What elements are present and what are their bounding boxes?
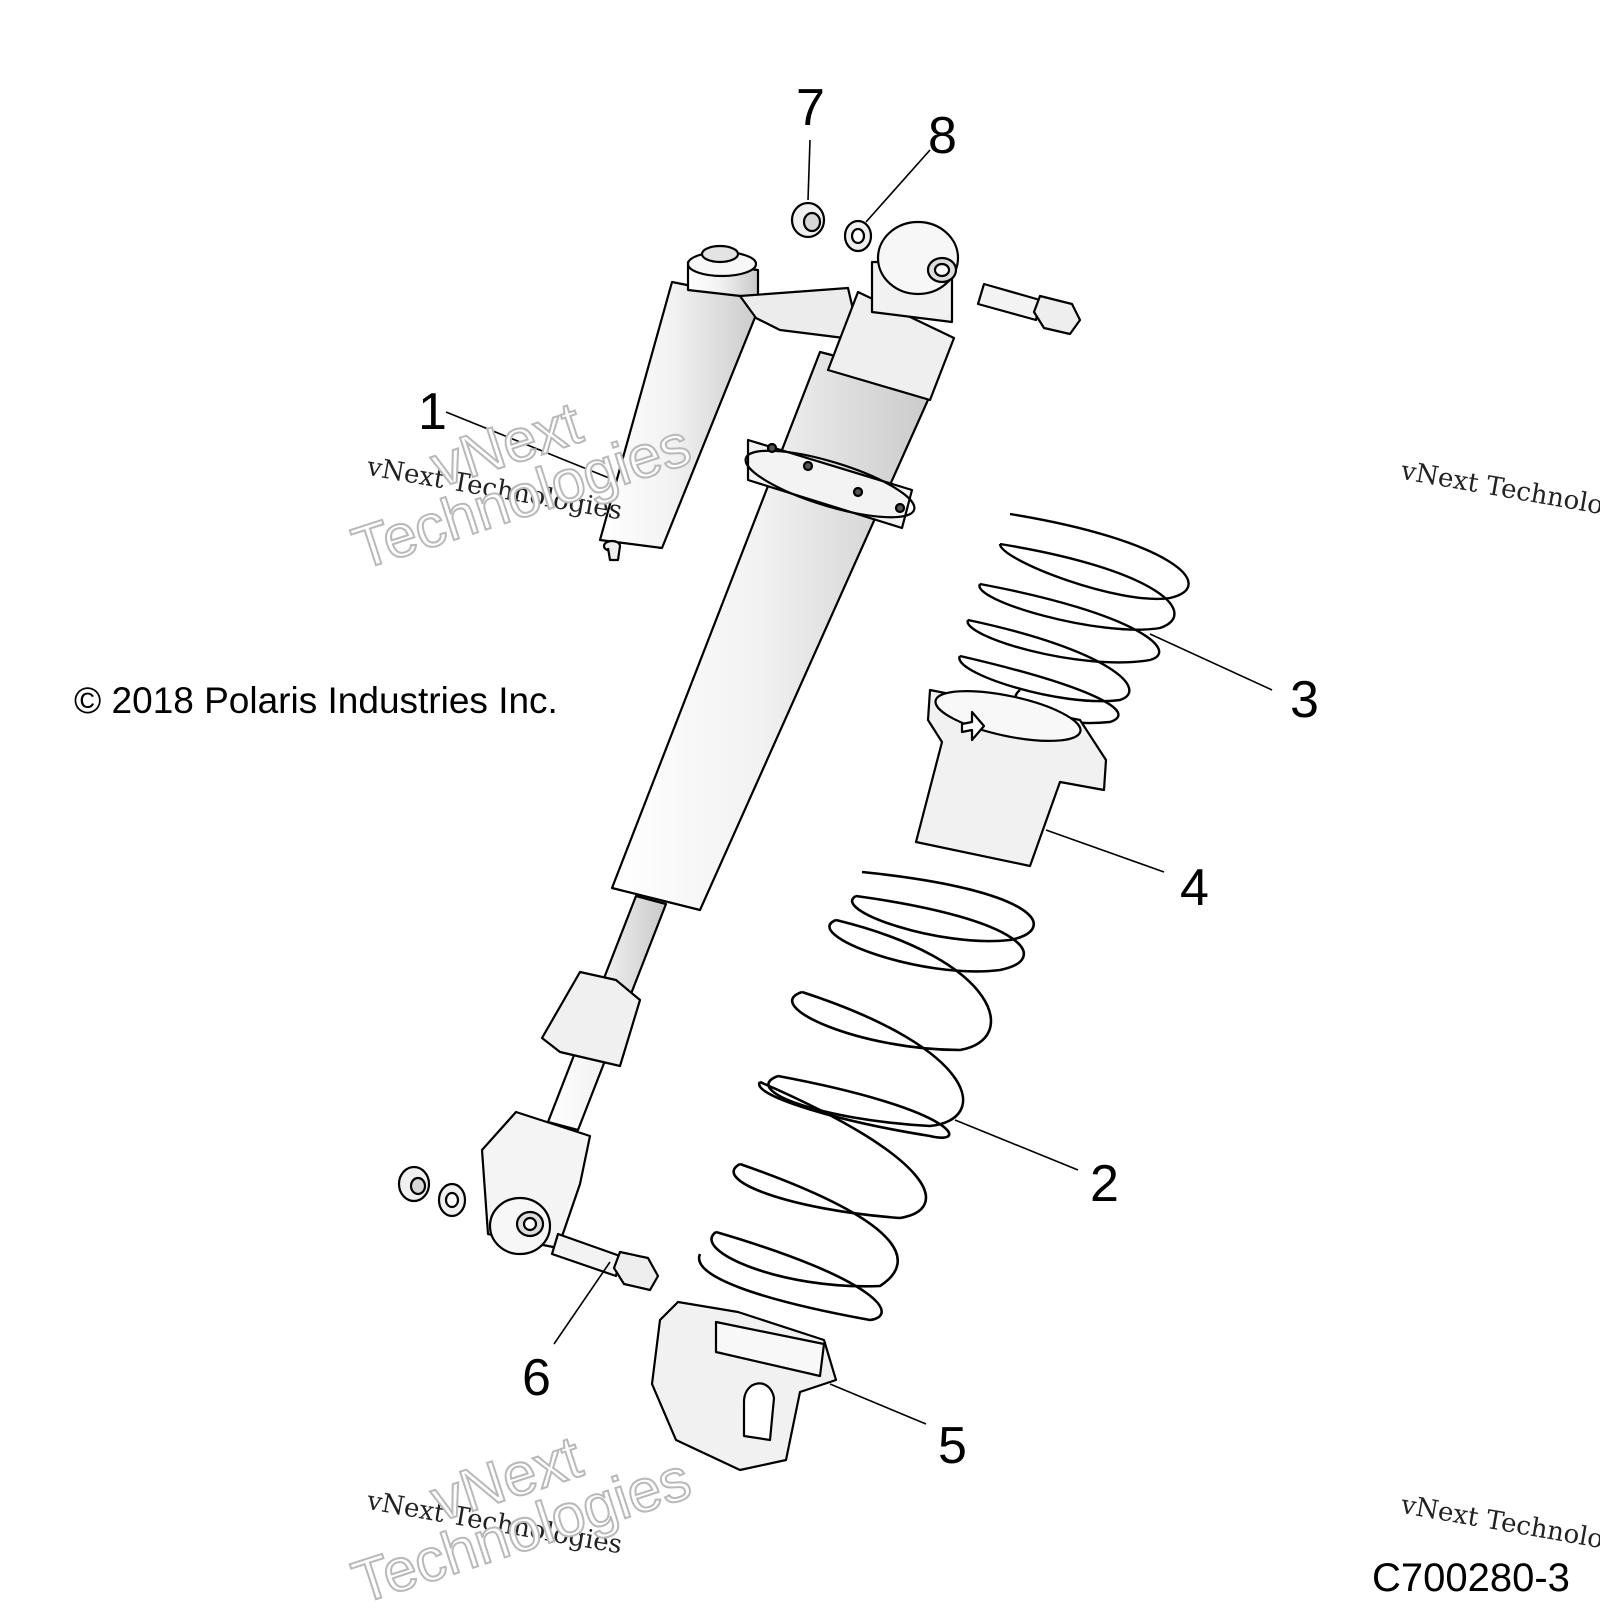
upper-washer: [843, 219, 873, 253]
lower-washer: [437, 1182, 467, 1218]
leader-line-4: [1045, 829, 1165, 873]
callout-3: 3: [1290, 671, 1319, 729]
callout-1: 1: [418, 383, 447, 441]
drawing-number: C700280-3: [1372, 1556, 1570, 1600]
lower-spring: [697, 870, 1035, 1322]
copyright-notice: © 2018 Polaris Industries Inc.: [74, 680, 558, 721]
leader-line-5: [829, 1383, 927, 1425]
leader-line-7: [807, 139, 811, 201]
callout-7: 7: [796, 79, 825, 137]
shock-body: [480, 220, 960, 1256]
leader-line-2: [954, 1119, 1079, 1171]
leader-lines: [445, 139, 1273, 1425]
callout-6: 6: [522, 1349, 551, 1407]
spring-coupler: [914, 688, 1108, 868]
spring-seat: [650, 1300, 838, 1472]
upper-spring: [958, 512, 1190, 725]
lower-bolt: [550, 1232, 660, 1292]
lower-bushing: [397, 1165, 431, 1203]
callout-5: 5: [938, 1417, 967, 1475]
leader-line-8: [865, 149, 931, 223]
upper-bushing: [790, 201, 826, 239]
leader-line-3: [1149, 633, 1273, 691]
reservoir-canister: [598, 244, 862, 562]
callout-2: 2: [1090, 1155, 1119, 1213]
leader-line-1: [445, 411, 615, 481]
leader-line-6: [553, 1261, 611, 1345]
callout-8: 8: [928, 107, 957, 165]
upper-bolt: [976, 282, 1082, 336]
callout-4: 4: [1180, 859, 1209, 917]
